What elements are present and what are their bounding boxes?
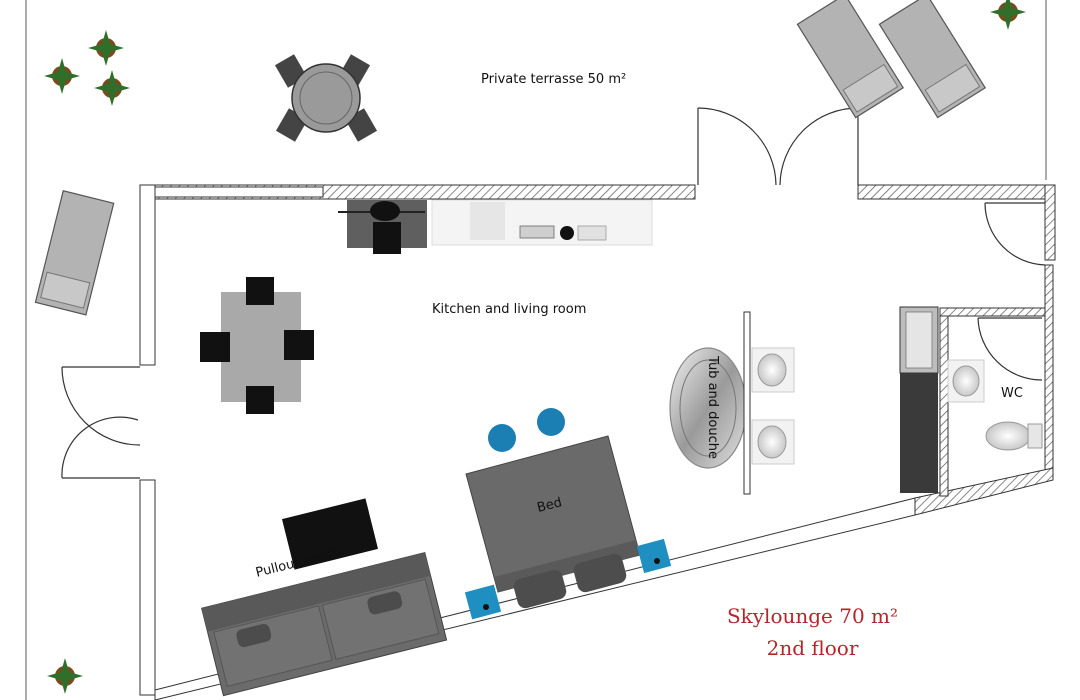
- left-wall: [139, 184, 156, 696]
- plan-title-line1: Skylounge 70 m²: [726, 604, 899, 628]
- terrace-double-door[interactable]: [697, 107, 859, 186]
- top-wall: [139, 184, 1051, 200]
- plan-title-line2: 2nd floor: [766, 636, 859, 660]
- plan-title: Skylounge 70 m² 2nd floor: [700, 604, 925, 660]
- cabinet: [899, 306, 939, 493]
- left-double-door[interactable]: [61, 366, 141, 479]
- terrace-boundary: [25, 0, 1047, 700]
- terrace-label: Private terrasse 50 m²: [481, 72, 627, 87]
- terrace-table: [274, 54, 378, 142]
- entry-door[interactable]: [984, 202, 1046, 266]
- nightstand-left: [464, 584, 502, 620]
- sink-icon: [757, 425, 787, 459]
- wc-fixtures: [947, 359, 1043, 451]
- nightstand-right: [636, 538, 672, 574]
- kitchen-counter: [338, 199, 653, 254]
- bed: [464, 435, 672, 620]
- tv: [281, 498, 379, 570]
- plant-icon: [44, 0, 1026, 694]
- kitchen-living-label: Kitchen and living room: [432, 302, 587, 317]
- bathtub: [669, 347, 747, 469]
- pullout-couch: [201, 552, 448, 697]
- wc-door[interactable]: [977, 317, 1043, 381]
- kitchen-sink-icon: [519, 225, 555, 239]
- right-wall: [1044, 184, 1056, 476]
- bathroom-partition: [743, 311, 795, 495]
- stove-icon: [560, 226, 574, 240]
- wc-label: WC: [1001, 386, 1023, 401]
- sun-loungers: [34, 0, 987, 316]
- dining-table: [200, 277, 314, 414]
- stools: [488, 408, 565, 452]
- wc-sink-icon: [952, 365, 980, 397]
- sink-icon: [757, 353, 787, 387]
- tub-label: Tub and douche: [705, 355, 721, 460]
- toilet-icon: [985, 421, 1031, 451]
